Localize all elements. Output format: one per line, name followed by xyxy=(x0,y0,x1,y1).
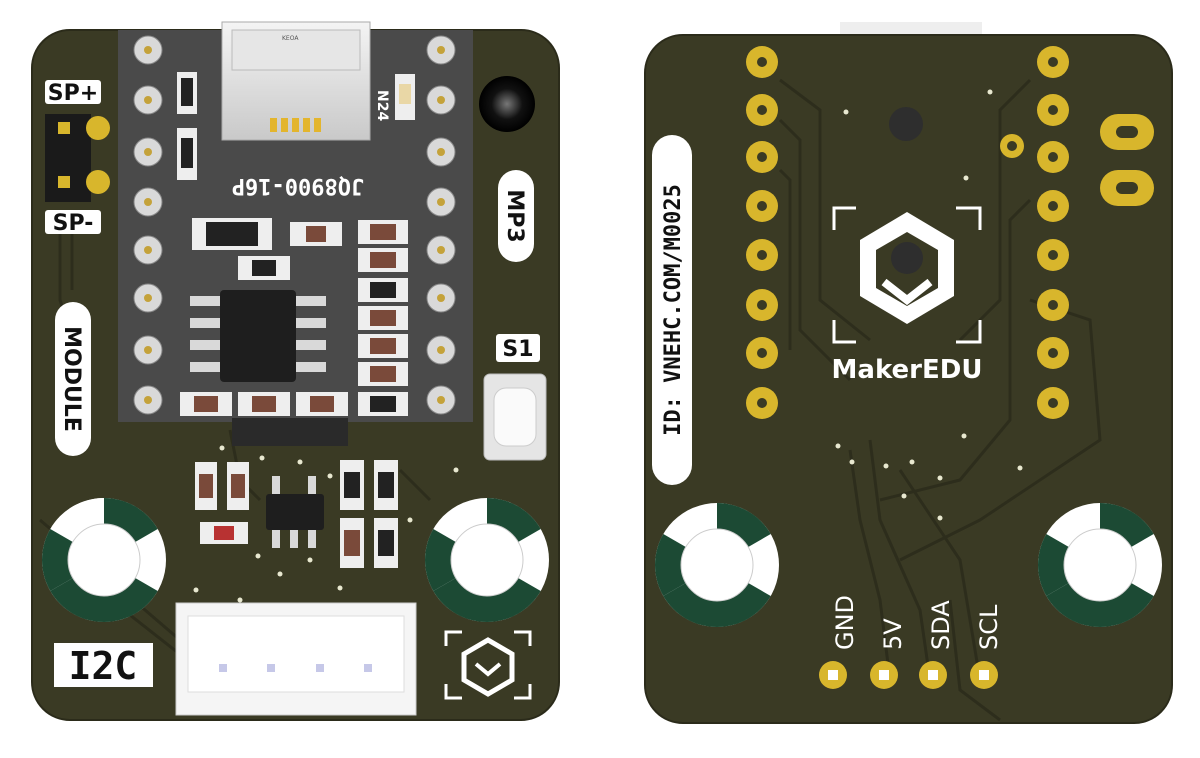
back-vias xyxy=(835,89,1023,521)
front-mount-right xyxy=(424,498,549,623)
front-board: KEOA xyxy=(31,21,560,721)
back-mount-right xyxy=(1037,503,1162,628)
makeredu-logo: MakerEDU xyxy=(832,206,983,385)
module-components xyxy=(177,72,415,416)
sp-plus-label: SP+ xyxy=(48,81,98,106)
jst-connector xyxy=(175,602,417,716)
pin-gnd-label: GND xyxy=(831,595,859,650)
chip-marking-small: N24 xyxy=(374,90,390,121)
sp-minus-label: SP- xyxy=(53,211,94,236)
usb-connector: KEOA xyxy=(221,21,371,141)
back-board: MakerEDU ID: VNEHC.COM/M0025 xyxy=(644,22,1173,724)
s1-label: S1 xyxy=(502,337,533,362)
pin-sda-label: SDA xyxy=(927,600,955,650)
front-mount-left xyxy=(41,497,166,623)
back-hole xyxy=(889,107,923,141)
back-speaker-pads xyxy=(1000,114,1154,206)
module-label-bg xyxy=(55,302,91,456)
front-vias xyxy=(193,445,459,603)
usb-marking: KEOA xyxy=(282,35,299,42)
back-mount-left xyxy=(654,503,779,628)
module-label: MODULE xyxy=(59,326,84,432)
i2c-label-bg xyxy=(54,643,153,687)
back-headers xyxy=(746,46,1069,419)
mp3-label: MP3 xyxy=(502,189,527,242)
mp3-label-bg xyxy=(498,170,534,262)
lower-components xyxy=(195,418,398,568)
i2c-pins: GND 5V SDA SCL xyxy=(819,595,1003,689)
pin-5v-label: 5V xyxy=(879,618,907,650)
s1-button: S1 xyxy=(483,334,547,461)
chip-label: JQ8900-16P xyxy=(232,173,364,198)
module-pins xyxy=(133,35,456,415)
i2c-label: I2C xyxy=(69,644,138,688)
id-label-bg xyxy=(652,135,692,485)
back-traces xyxy=(778,78,1102,722)
usb-edge xyxy=(840,22,982,36)
front-logo xyxy=(444,630,532,700)
brand-label: MakerEDU xyxy=(832,355,983,385)
mounting-hole-top xyxy=(479,76,535,132)
id-label: ID: VNEHC.COM/M0025 xyxy=(661,184,686,436)
speaker-header: SP+ SP- xyxy=(45,80,110,236)
pin-scl-label: SCL xyxy=(975,604,1003,650)
